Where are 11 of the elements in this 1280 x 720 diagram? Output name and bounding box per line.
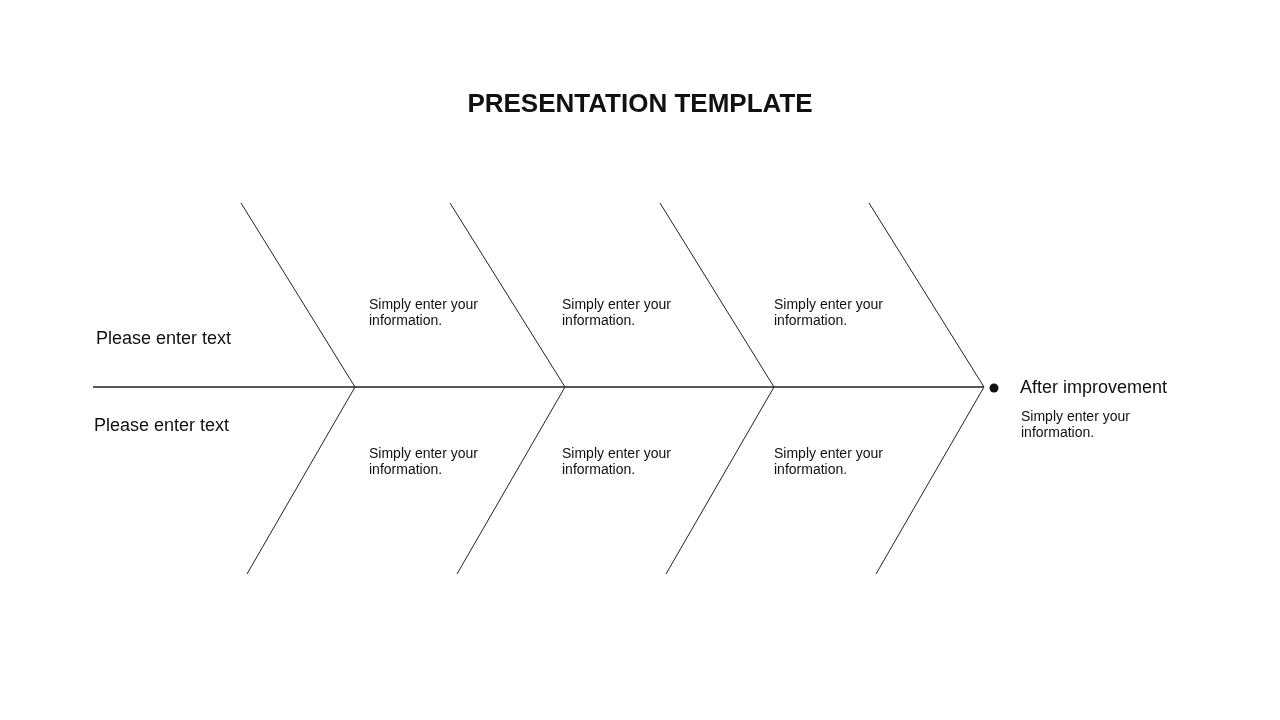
body-text: Simply enter your information. <box>562 296 672 328</box>
body-text: Simply enter your information. <box>369 445 479 477</box>
heading-text: After improvement <box>1020 377 1168 397</box>
title: PRESENTATION TEMPLATE <box>466 88 814 119</box>
text-label: Please enter text <box>94 415 230 435</box>
body-text: Simply enter your information. <box>562 445 672 477</box>
body-text: Simply enter your information. <box>1021 408 1131 440</box>
body-text: Simply enter your information. <box>774 296 884 328</box>
text-label: Please enter text <box>96 328 232 348</box>
body-text: Simply enter your information. <box>774 445 884 477</box>
body-text: Simply enter your information. <box>369 296 479 328</box>
